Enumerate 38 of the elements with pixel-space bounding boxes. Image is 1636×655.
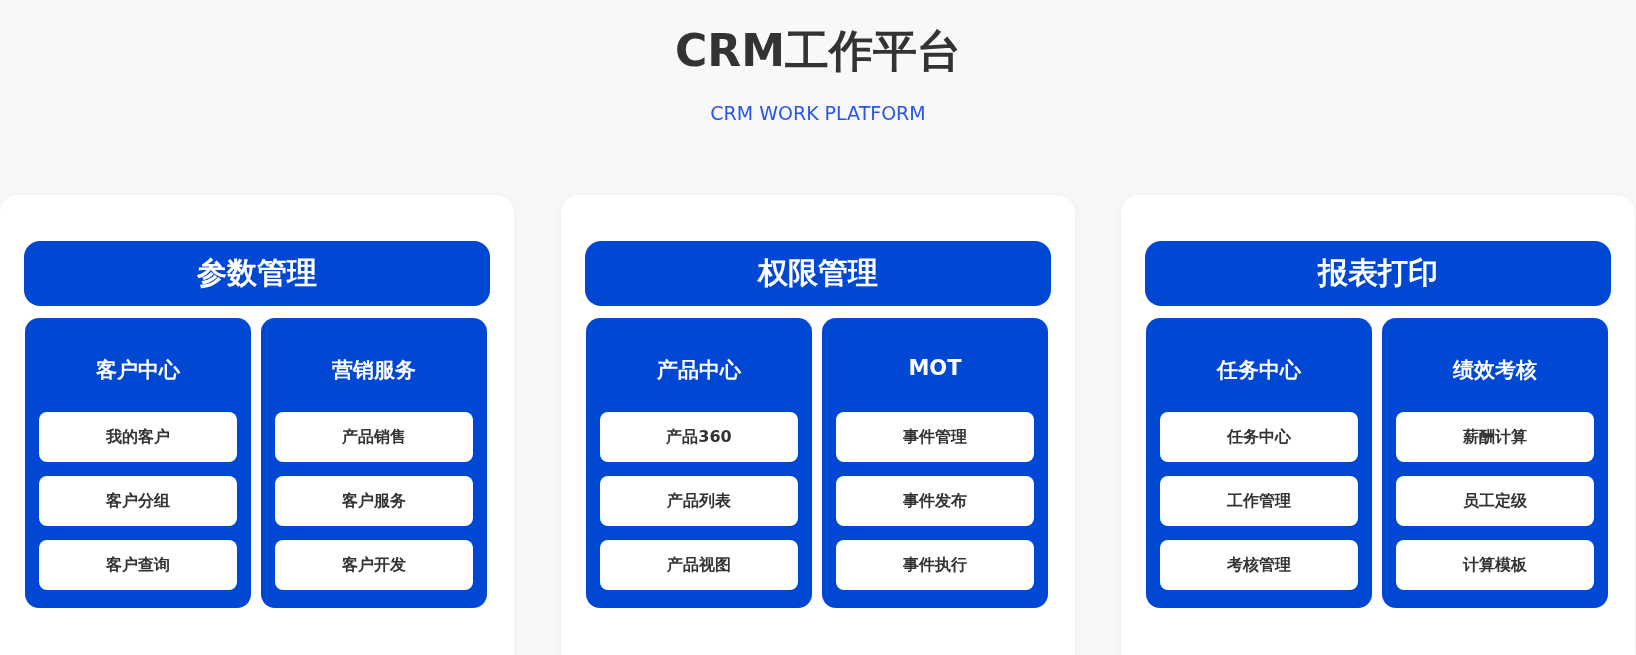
- module-panel: [1382, 318, 1608, 608]
- module-panel: [586, 318, 812, 608]
- header-bar: 权限管理: [585, 241, 1051, 306]
- module-panel: [822, 318, 1048, 608]
- menu-item: 客户服务: [275, 476, 473, 526]
- menu-item: 客户查询: [39, 540, 237, 590]
- menu-item: 产品销售: [275, 412, 473, 462]
- menu-item: 薪酬计算: [1396, 412, 1594, 462]
- header-bar: 参数管理: [24, 241, 490, 306]
- module-title: 绩效考核: [1453, 358, 1537, 382]
- module-panel: [25, 318, 251, 608]
- menu-item: 产品列表: [600, 476, 798, 526]
- menu-item: 事件执行: [836, 540, 1034, 590]
- menu-item: 事件发布: [836, 476, 1034, 526]
- menu-item: 产品视图: [600, 540, 798, 590]
- module-title: 客户中心: [96, 358, 180, 382]
- module-title: 产品中心: [657, 358, 741, 382]
- menu-item: 事件管理: [836, 412, 1034, 462]
- module-title: MOT: [908, 356, 962, 380]
- menu-item: 我的客户: [39, 412, 237, 462]
- module-panel: [261, 318, 487, 608]
- subtitle: CRM WORK PLATFORM: [710, 102, 926, 124]
- menu-item: 员工定级: [1396, 476, 1594, 526]
- panel-card: [1121, 195, 1635, 655]
- module-panel: [1146, 318, 1372, 608]
- menu-item: 客户开发: [275, 540, 473, 590]
- panel-card: [561, 195, 1075, 655]
- menu-item: 工作管理: [1160, 476, 1358, 526]
- title: CRM工作平台: [675, 25, 961, 76]
- module-title: 营销服务: [332, 358, 416, 382]
- module-title: 任务中心: [1217, 358, 1301, 382]
- menu-item: 客户分组: [39, 476, 237, 526]
- menu-item: 考核管理: [1160, 540, 1358, 590]
- header-bar: 报表打印: [1145, 241, 1611, 306]
- menu-item: 任务中心: [1160, 412, 1358, 462]
- menu-item: 计算模板: [1396, 540, 1594, 590]
- panel-card: [0, 195, 514, 655]
- menu-item: 产品360: [600, 412, 798, 462]
